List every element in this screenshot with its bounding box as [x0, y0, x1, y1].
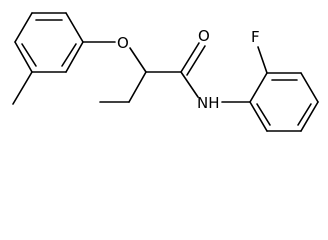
bond	[300, 101, 319, 132]
bond-ethyl-1	[128, 71, 147, 103]
bond	[249, 101, 268, 132]
amide-nh-label: NH	[197, 94, 220, 112]
molecule-drawing: O O NH F	[12, 12, 319, 132]
structure-diagram: O O NH F	[12, 12, 319, 132]
fluorine-label: F	[251, 28, 260, 46]
carbonyl-bond-1	[180, 42, 200, 73]
bond	[65, 41, 84, 73]
bond	[14, 12, 33, 43]
bond	[300, 72, 319, 103]
double-bond-inner	[61, 43, 77, 67]
carbonyl-bond-2	[186, 45, 206, 76]
double-bond-inner	[297, 103, 312, 126]
bond	[65, 12, 84, 43]
bond-carbonyl-nitrogen	[180, 71, 199, 98]
double-bond-inner	[21, 43, 37, 67]
bond	[249, 72, 268, 103]
double-bond-inner	[256, 103, 271, 126]
ether-oxygen-label: O	[117, 34, 129, 52]
fluorophenyl-ring	[249, 72, 319, 132]
methyl-bond	[12, 71, 33, 105]
bond-oxygen-chiral-carbon	[129, 47, 147, 73]
bond	[14, 41, 33, 73]
tolyl-ring	[14, 12, 84, 73]
carbonyl-oxygen-label: O	[198, 27, 210, 45]
fluorine-bond	[257, 46, 268, 74]
